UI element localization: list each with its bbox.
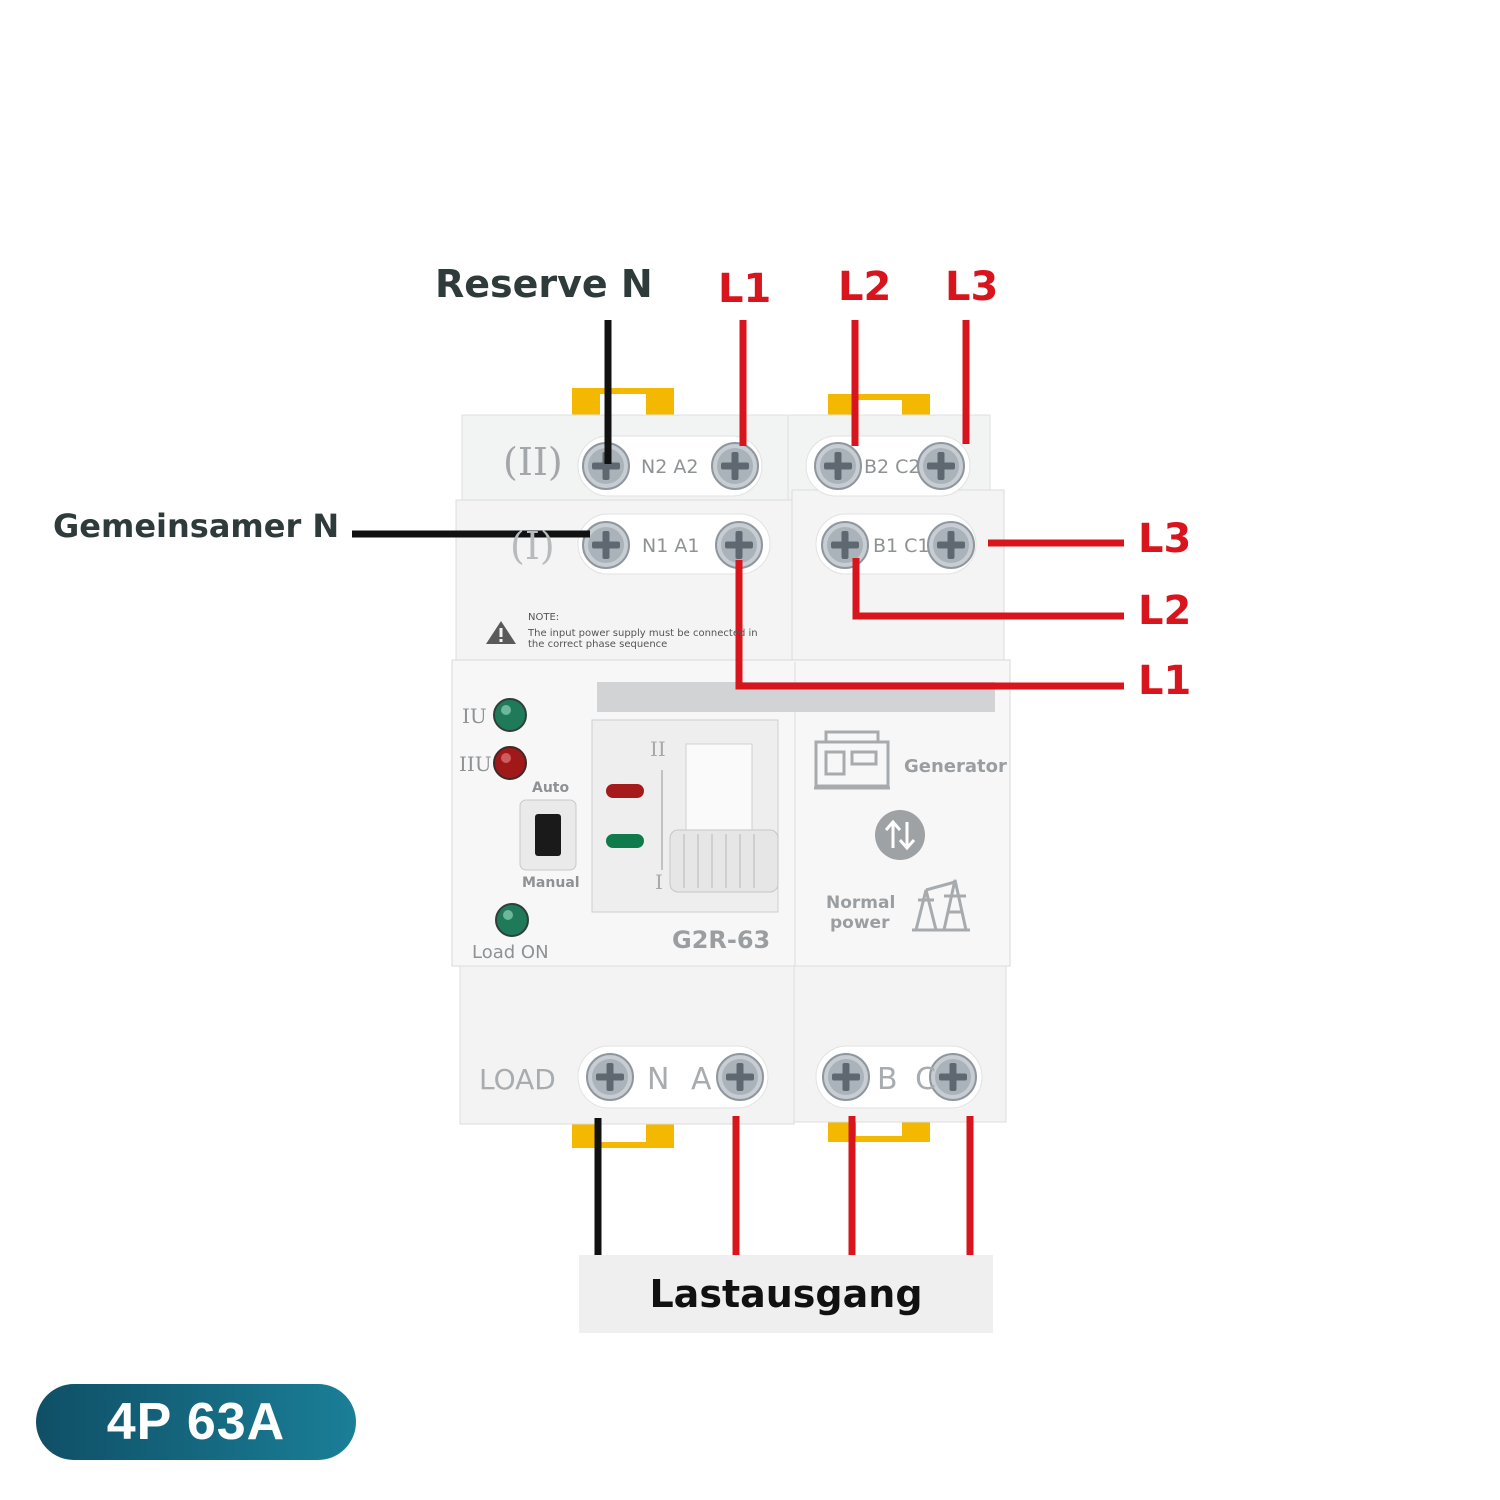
led-load-on	[495, 903, 529, 937]
label-common-n: Gemeinsamer N	[53, 507, 340, 545]
label-top-l3: L3	[945, 264, 999, 310]
label-top-l2: L2	[838, 264, 892, 310]
load-output-label: Lastausgang	[649, 1272, 923, 1316]
iiu-label: IIU	[459, 752, 492, 776]
label-right-l2: L2	[1138, 588, 1192, 634]
screw-terminal-icon	[716, 1053, 764, 1101]
transfer-arrows-icon	[875, 810, 925, 860]
model-label: G2R-63	[672, 926, 771, 954]
load-label: LOAD	[479, 1063, 556, 1096]
generator-label: Generator	[904, 756, 1007, 777]
label-right-l1: L1	[1138, 658, 1192, 704]
label-reserve-n: Reserve N	[435, 262, 653, 306]
status-bar-green	[606, 834, 644, 848]
iu-label: IU	[462, 704, 487, 728]
rating-badge: 4P 63A	[36, 1384, 356, 1460]
row2-left-terminals: N2 A2	[641, 456, 699, 478]
load-output-box: Lastausgang	[579, 1255, 993, 1333]
note-title: NOTE:	[528, 612, 560, 623]
led-iu	[493, 698, 527, 732]
screw-terminal-icon	[917, 442, 965, 490]
screw-terminal-icon	[711, 442, 759, 490]
row2-label: (II)	[503, 440, 563, 484]
row1-left-terminals: N1 A1	[642, 535, 700, 557]
note-line-2: the correct phase sequence	[528, 639, 668, 650]
screw-terminal-icon	[822, 1053, 870, 1101]
row1-right-terminals: B1 C1	[873, 535, 930, 557]
led-iiu	[493, 746, 527, 780]
note-line-1: The input power supply must be connected…	[528, 628, 758, 639]
normal-power-line2: power	[830, 913, 890, 933]
bottom-right-terminals: B C	[877, 1062, 941, 1097]
normal-power-line1: Normal	[826, 893, 896, 913]
status-bar-red	[606, 784, 644, 798]
wire-right-l1	[735, 560, 1124, 690]
wires	[352, 320, 1124, 1255]
switch-position-ii: II	[650, 737, 666, 761]
label-right-l3: L3	[1138, 516, 1192, 562]
warning-triangle-icon	[486, 621, 516, 644]
screw-terminal-icon	[821, 521, 869, 569]
wire-right-l2	[852, 558, 1124, 620]
load-on-label: Load ON	[472, 942, 549, 963]
screw-terminal-icon	[586, 1053, 634, 1101]
screw-terminal-icon	[814, 442, 862, 490]
generator-icon	[814, 730, 890, 790]
row1-label: (I)	[510, 524, 555, 568]
manual-label: Manual	[522, 875, 580, 891]
auto-label: Auto	[532, 780, 570, 796]
bottom-left-terminals: N A	[647, 1062, 718, 1097]
switch-position-i: I	[655, 870, 663, 894]
row2-right-terminals: B2 C2	[864, 456, 921, 478]
label-top-l1: L1	[718, 266, 772, 312]
power-pylon-icon	[912, 879, 970, 932]
screw-terminal-icon	[927, 521, 975, 569]
screw-terminal-icon	[582, 521, 630, 569]
